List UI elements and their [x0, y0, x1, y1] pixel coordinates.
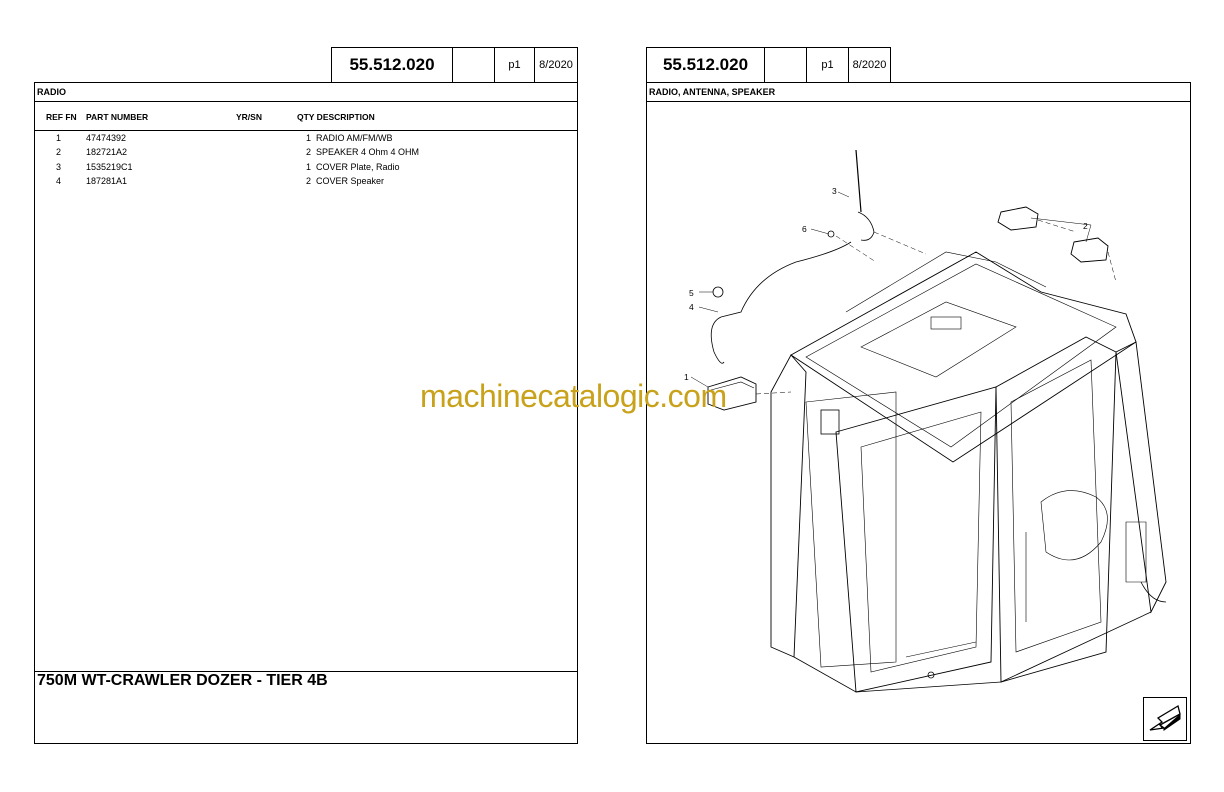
speaker-top	[997, 206, 1039, 231]
cab-radio-diagram: 3 6 2 5 4 1	[684, 149, 1167, 693]
hydraulic-block	[1040, 490, 1108, 561]
watermark: machinecatalogic.com	[420, 378, 727, 414]
cab-pillar-left	[770, 354, 807, 658]
row-desc: SPEAKER 4 Ohm 4 OHM	[316, 147, 420, 157]
footer-divider	[34, 671, 578, 672]
speaker-bottom	[1070, 237, 1109, 263]
leader-1	[690, 376, 709, 388]
callout-6: 6	[802, 224, 807, 234]
right-header-blank	[764, 47, 807, 82]
leader-6	[810, 228, 830, 235]
callout-1: 1	[684, 372, 689, 382]
col-ref-fn: REF FN	[46, 112, 77, 122]
row-desc: COVER Plate, Radio	[316, 162, 400, 172]
row-qty: 2	[306, 176, 312, 186]
cab-pillar-right	[1115, 341, 1167, 614]
callout-2: 2	[1083, 221, 1088, 231]
cab-roof	[790, 251, 1137, 463]
callout-3: 3	[832, 186, 837, 196]
row-qty: 2	[306, 147, 312, 157]
row-qty: 1	[306, 133, 312, 143]
col-yr-sn: YR/SN	[236, 112, 262, 122]
row-part: 1535219C1	[86, 162, 133, 172]
right-title-divider	[646, 101, 1191, 102]
left-page-code: 55.512.020	[331, 47, 453, 82]
nav-arrow-button[interactable]	[1143, 697, 1187, 741]
left-header-blank	[452, 47, 495, 82]
left-page-frame	[34, 82, 578, 744]
right-page-frame	[646, 82, 1191, 744]
callout-4: 4	[689, 302, 694, 312]
leader-4	[698, 306, 719, 313]
arrow-icon	[1149, 704, 1181, 731]
row-part: 182721A2	[86, 147, 128, 157]
col-qty-description: QTY DESCRIPTION	[297, 112, 375, 122]
right-page-number: p1	[806, 47, 849, 82]
row-part: 187281A1	[86, 176, 128, 186]
row-part: 47474392	[86, 133, 127, 143]
leader-2b	[1085, 224, 1092, 243]
diagram-title: RADIO, ANTENNA, SPEAKER	[649, 87, 776, 97]
row-ref: 3	[56, 162, 62, 172]
section-title: RADIO	[37, 87, 66, 97]
row-desc: COVER Speaker	[316, 176, 385, 186]
col-part-number: PART NUMBER	[86, 112, 149, 122]
left-page-date: 8/2020	[534, 47, 578, 82]
row-ref: 4	[56, 176, 62, 186]
antenna	[855, 149, 862, 213]
row-ref: 2	[56, 147, 62, 157]
cable-loop	[712, 286, 724, 298]
callout-5: 5	[689, 288, 694, 298]
row-ref: 1	[56, 133, 62, 143]
row-qty: 1	[306, 162, 312, 172]
right-page-code: 55.512.020	[646, 47, 765, 82]
nut	[827, 230, 835, 238]
lamp	[820, 409, 840, 435]
antenna-cable	[720, 241, 852, 318]
right-page-date: 8/2020	[848, 47, 891, 82]
cab-door-front	[835, 386, 997, 693]
leader-2a	[1030, 217, 1092, 226]
left-page-number: p1	[494, 47, 535, 82]
title-divider	[34, 101, 578, 102]
row-desc: RADIO AM/FM/WB	[316, 133, 393, 143]
radio-unit	[707, 376, 757, 411]
leader-3	[837, 191, 850, 198]
model-title: 750M WT-CRAWLER DOZER - TIER 4B	[37, 672, 328, 689]
cab-door-side	[995, 336, 1117, 683]
header-divider	[34, 130, 578, 131]
